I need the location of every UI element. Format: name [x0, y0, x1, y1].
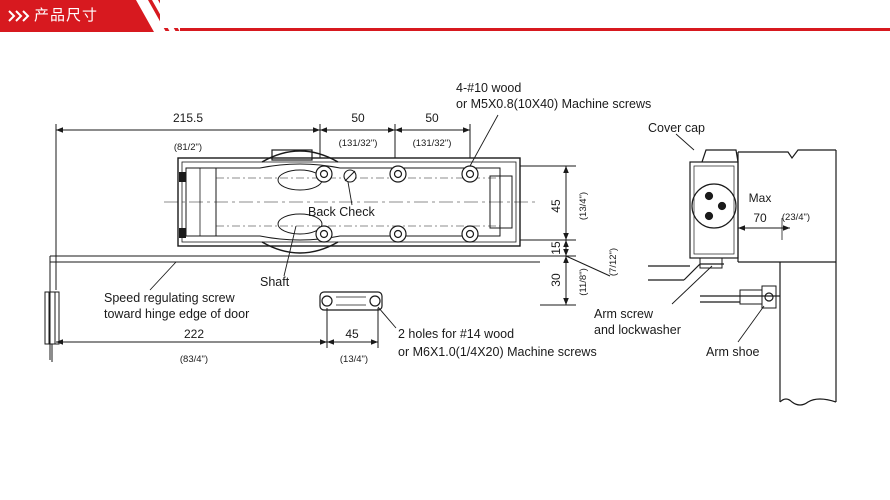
- dim-max-value-in: (23/4"): [782, 212, 810, 223]
- label-screws-top-1: 4-#10 wood: [456, 81, 521, 95]
- back-check-screw: [343, 169, 357, 183]
- dim-offset-30-in: (11/8"): [578, 268, 589, 295]
- label-arm-shoe: Arm shoe: [706, 345, 760, 359]
- dim-top-overall-in: (81/2"): [174, 142, 202, 153]
- label-screws-top-2: or M5X0.8(10X40) Machine screws: [456, 97, 651, 111]
- label-speed-2: toward hinge edge of door: [104, 307, 249, 321]
- dim-spacing-2: 50: [425, 111, 439, 125]
- door-edge-lines: [49, 255, 540, 360]
- dim-spacing-2-in: (131/32"): [413, 138, 452, 149]
- section-header: 产品尺寸: [0, 0, 890, 32]
- header-underline: [160, 28, 890, 31]
- label-arm-screw-2: and lockwasher: [594, 323, 681, 337]
- dim-max-value: 70: [753, 211, 767, 225]
- label-cover-cap: Cover cap: [648, 121, 705, 135]
- dim-offset-15: 15: [549, 241, 563, 255]
- dim-spacing-1-in: (131/32"): [339, 138, 378, 149]
- dim-max-label: Max: [749, 191, 772, 205]
- header-title: 产品尺寸: [34, 7, 99, 24]
- dim-body-height-in: (13/4"): [578, 192, 589, 220]
- bottom-dimension-lines: [56, 308, 379, 348]
- side-dimension-lines: [520, 165, 611, 306]
- dim-top-overall: 215.5: [173, 111, 203, 125]
- label-holes-1: 2 holes for #14 wood: [398, 327, 514, 341]
- dim-spacing-1: 50: [351, 111, 365, 125]
- chevrons-icon: [8, 10, 30, 22]
- dim-bottom-overall-in: (83/4"): [180, 354, 208, 365]
- label-arm-screw-1: Arm screw: [594, 307, 654, 321]
- label-speed-1: Speed regulating screw: [104, 291, 236, 305]
- leader-lines: [149, 114, 499, 329]
- dim-shoe-spacing: 45: [345, 327, 359, 341]
- dim-body-height: 45: [549, 199, 563, 213]
- speed-regulating-screw-body: [44, 262, 60, 362]
- screw-holes: [315, 165, 479, 243]
- arm-shoe-plate: [319, 291, 383, 311]
- side-view-assembly: [648, 133, 837, 406]
- label-holes-2: or M6X1.0(1/4X20) Machine screws: [398, 345, 597, 359]
- dim-offset-15-in: (7/12"): [608, 248, 619, 276]
- closer-body: [164, 149, 536, 254]
- seal-bottom: [179, 228, 186, 238]
- dim-shoe-spacing-in: (13/4"): [340, 354, 368, 365]
- dim-offset-30: 30: [549, 273, 563, 287]
- seal-top: [179, 172, 186, 182]
- dim-bottom-overall: 222: [184, 327, 204, 341]
- top-dimension-lines: [55, 124, 471, 262]
- diagonal-stripes-icon: [136, 0, 180, 32]
- label-shaft: Shaft: [260, 275, 290, 289]
- label-back-check: Back Check: [308, 205, 375, 219]
